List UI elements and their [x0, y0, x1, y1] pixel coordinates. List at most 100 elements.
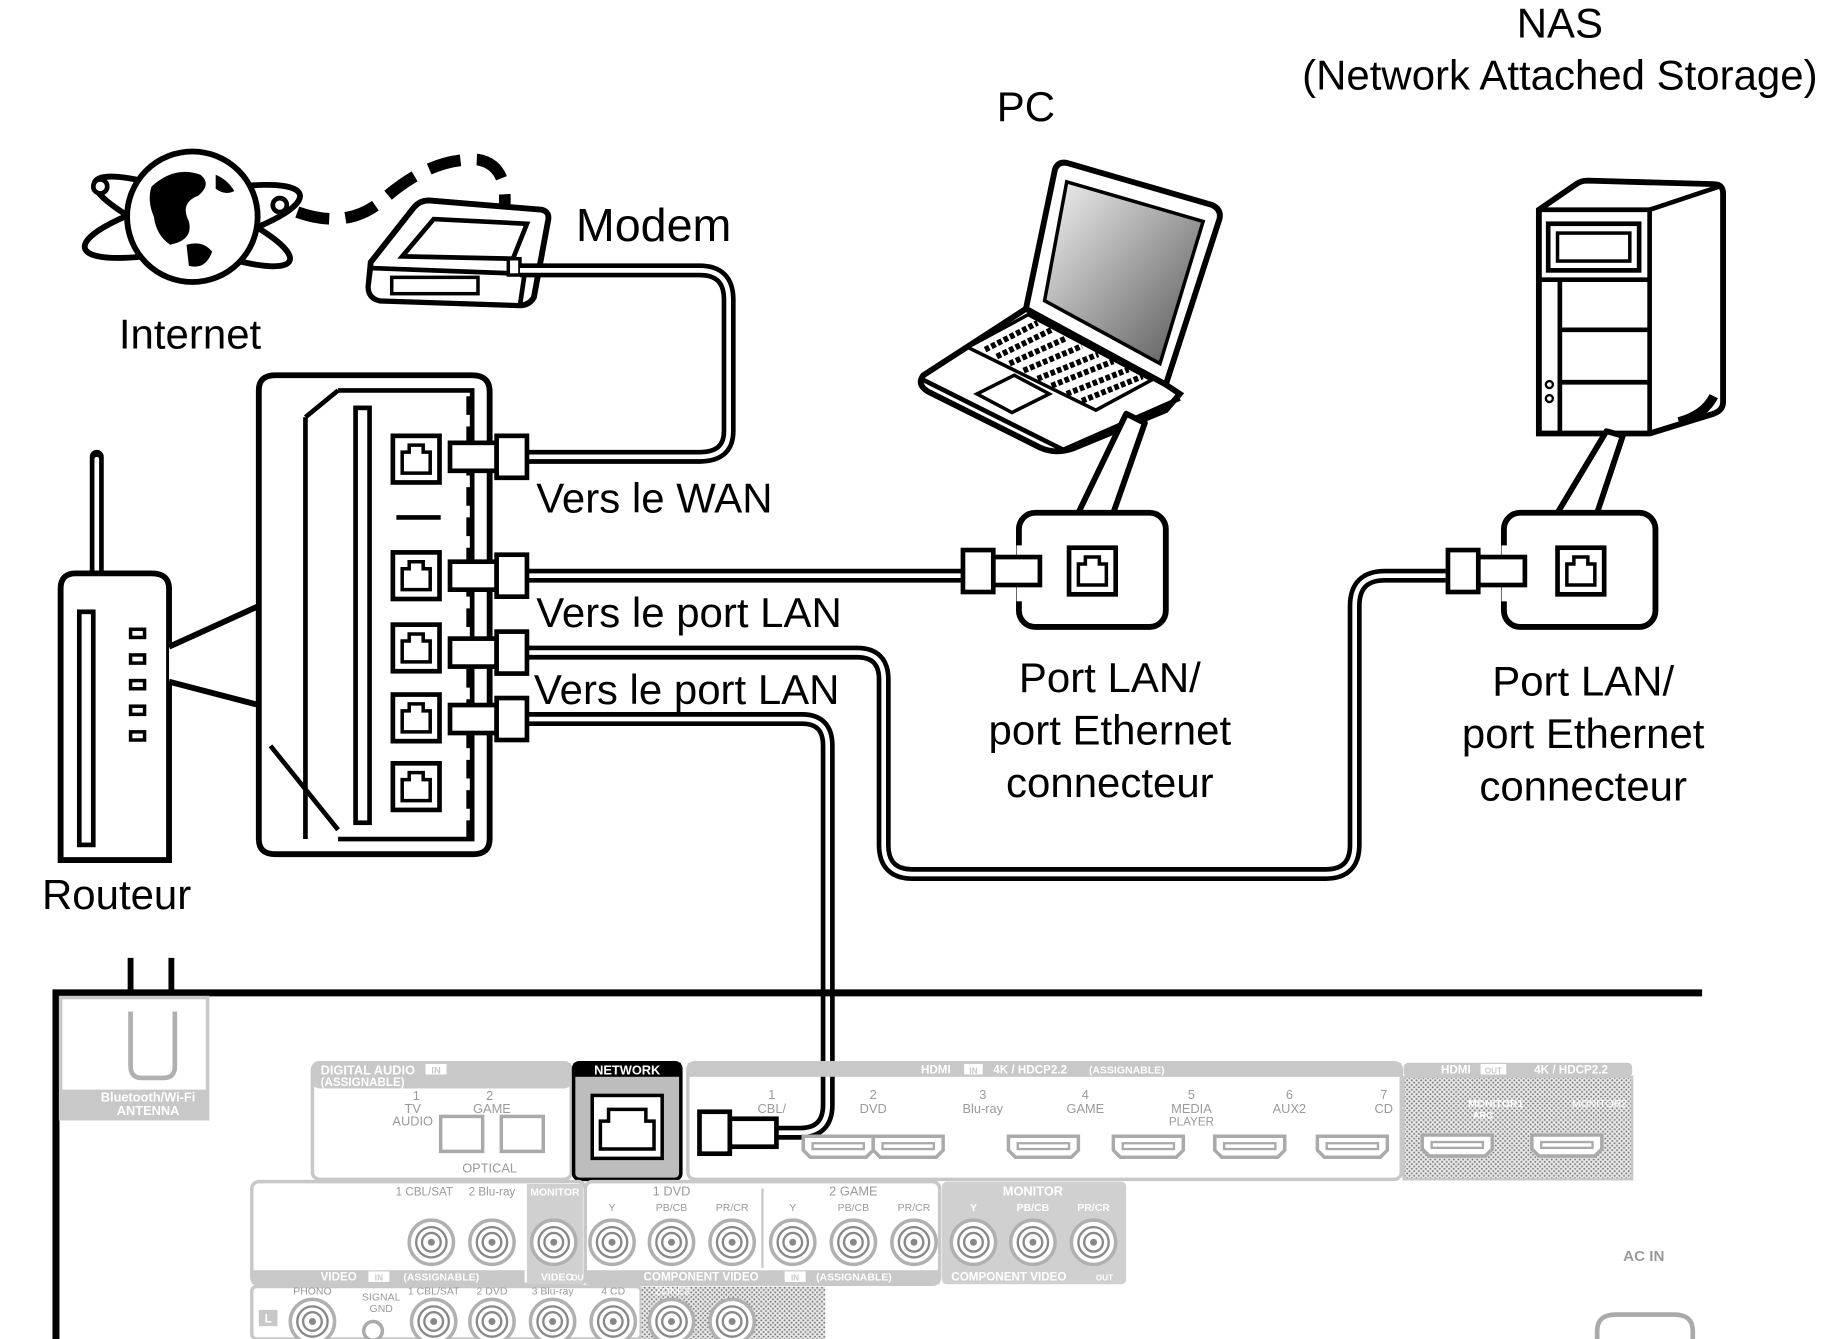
- nas-title-line2: (Network Attached Storage): [1302, 52, 1817, 99]
- video-out-bar-label: VIDEO: [541, 1273, 574, 1284]
- bt-wifi-label-line2: ANTENNA: [117, 1103, 180, 1118]
- component-1-pr: PR/CR: [716, 1203, 749, 1214]
- component-video-out-section: MONITOR Y PB/CB PR/CR COMPONENT VIDEO OU…: [941, 1181, 1127, 1285]
- lan-plug-2-icon: [450, 632, 527, 674]
- component-monitor-label: MONITOR: [1003, 1184, 1063, 1199]
- video-bar-label: VIDEO: [321, 1271, 357, 1284]
- ac-in-label: AC IN: [1623, 1248, 1664, 1265]
- router-lan-port-3-icon: [393, 695, 440, 742]
- audio-1-jack-icon: [409, 1297, 458, 1339]
- network-port-section: NETWORK: [571, 1061, 683, 1182]
- video-in-section: VIDEO IN (ASSIGNABLE) 1 CBL/SAT 2 Blu-ra…: [250, 1179, 588, 1286]
- hdmi-in-3-name: Blu-ray: [962, 1101, 1003, 1116]
- receiver-network-port-icon: [598, 1107, 656, 1151]
- video-monitor-label: MONITOR: [530, 1188, 580, 1199]
- video-in-badge: IN: [375, 1274, 383, 1283]
- component-out-pr-jack-icon: [1069, 1218, 1118, 1267]
- pc-ethernet-port-icon: [1069, 548, 1116, 595]
- hdmi-in-1-number: 1: [768, 1087, 775, 1102]
- hdmi-in-title: HDMI: [921, 1063, 951, 1076]
- hdmi-in-7-name: CD: [1375, 1101, 1394, 1116]
- video-out-badge: OUT: [571, 1274, 588, 1283]
- digital-audio-in-badge: IN: [431, 1065, 441, 1075]
- audio-4-label: 4 CD: [601, 1287, 625, 1298]
- hdmi-in-2-name: DVD: [860, 1101, 887, 1116]
- component-out-badge: OUT: [1096, 1274, 1113, 1283]
- component-2-y-jack-icon: [768, 1218, 817, 1267]
- optical-port-2-icon: [499, 1114, 546, 1154]
- lan-label-1: Vers le port LAN: [536, 589, 842, 636]
- component-out-pb-jack-icon: [1009, 1218, 1057, 1267]
- component-2-y: Y: [789, 1203, 796, 1214]
- component-2-pb: PB/CB: [838, 1203, 869, 1214]
- video-1-label: 1 CBL/SAT: [396, 1186, 453, 1199]
- laptop-icon: [917, 159, 1223, 455]
- pc-port-label-3: connecteur: [1006, 759, 1214, 806]
- component-out-y: Y: [970, 1203, 977, 1214]
- router-back-panel: [255, 372, 527, 858]
- hdmi-out-monitor2-port-icon: [1530, 1133, 1604, 1158]
- nas-port-label-1: Port LAN/: [1492, 658, 1674, 705]
- hdmi-in-2-port-icon: [801, 1134, 875, 1159]
- zone2-jack-2-icon: [708, 1297, 757, 1339]
- video-2-label: 2 Blu-ray: [469, 1186, 516, 1199]
- optical-1-number: 1: [413, 1088, 420, 1103]
- nas-ethernet-port-icon: [1558, 548, 1605, 595]
- lan-label-2: Vers le port LAN: [534, 666, 840, 713]
- hdmi-in-2-number: 2: [870, 1087, 877, 1102]
- hdmi-monitor2-label: MONITOR2: [1572, 1099, 1627, 1110]
- hdmi-in-6-number: 6: [1286, 1087, 1293, 1102]
- component-out-pr: PR/CR: [1077, 1203, 1110, 1214]
- nas-port-label-2: port Ethernet: [1462, 710, 1705, 757]
- hdmi-in-4-port-icon: [1006, 1134, 1081, 1159]
- zone2-jack-1-icon: [647, 1297, 696, 1339]
- audio-3-jack-icon: [528, 1297, 577, 1339]
- hdmi-in-7-port-icon: [1315, 1134, 1390, 1159]
- lan-plug-3-icon: [450, 698, 527, 740]
- hdmi-in-badge: IN: [969, 1066, 977, 1075]
- hdmi-in-5-sub: PLAYER: [1169, 1116, 1214, 1129]
- ac-in-socket-icon: [1594, 1312, 1696, 1339]
- component-2-label: 2 GAME: [829, 1184, 877, 1199]
- hdmi-out-badge: OUT: [1485, 1066, 1502, 1075]
- phono-label: PHONO: [293, 1287, 331, 1298]
- hdmi-in-6-port-icon: [1213, 1134, 1287, 1159]
- hdmi-in-assignable: (ASSIGNABLE): [1089, 1065, 1165, 1076]
- bt-wifi-label-line1: Bluetooth/Wi-Fi: [101, 1089, 196, 1104]
- signal-gnd-terminal-icon: [361, 1319, 385, 1339]
- hdmi-out-section: HDMI OUT 4K / HDCP2.2 MONITOR1 ARC MONIT…: [1402, 1062, 1634, 1181]
- optical-1-name-b: AUDIO: [392, 1114, 433, 1129]
- wan-label: Vers le WAN: [536, 475, 772, 522]
- hdmi-in-7-number: 7: [1380, 1087, 1387, 1102]
- hdmi-in-4-name: GAME: [1067, 1101, 1105, 1116]
- hdmi-in-1-name: CBL/: [758, 1101, 787, 1116]
- modem-icon: [365, 197, 552, 309]
- optical-port-1-icon: [438, 1114, 485, 1154]
- video-in-1-jack-icon: [407, 1218, 456, 1267]
- receiver-plug-icon: [699, 1112, 776, 1154]
- hdmi-in-5-number: 5: [1188, 1087, 1195, 1102]
- router-label: Routeur: [42, 871, 191, 918]
- nas-port-callout-pointer: [1555, 428, 1626, 515]
- pc-port-callout-pointer: [1075, 410, 1148, 515]
- video-out-monitor-jack-icon: [529, 1218, 578, 1267]
- digital-audio-title: DIGITAL AUDIO: [321, 1062, 415, 1077]
- hdmi-in-3-number: 3: [979, 1087, 986, 1102]
- component-1-label: 1 DVD: [653, 1184, 691, 1199]
- audio-left-label: L: [265, 1313, 272, 1326]
- signal-gnd-line1: SIGNAL: [362, 1293, 401, 1304]
- component-1-y: Y: [609, 1203, 616, 1214]
- hdmi-in-5-port-icon: [1111, 1134, 1186, 1159]
- component-1-pb: PB/CB: [656, 1203, 687, 1214]
- hdmi-monitor1-label: MONITOR1: [1468, 1099, 1523, 1110]
- hdmi-out-title: HDMI: [1441, 1063, 1471, 1076]
- audio-4-jack-icon: [589, 1297, 638, 1339]
- pc-port-label-2: port Ethernet: [989, 707, 1232, 754]
- modem-label: Modem: [576, 199, 731, 251]
- internet-link-dashed: [295, 153, 511, 225]
- nas-port-label-3: connecteur: [1479, 763, 1687, 810]
- hdmi-in-section: HDMI IN 4K / HDCP2.2 (ASSIGNABLE) 1CBL/2…: [686, 1061, 1404, 1182]
- audio-2-label: 2 DVD: [477, 1287, 508, 1298]
- audio-2-jack-icon: [468, 1297, 516, 1339]
